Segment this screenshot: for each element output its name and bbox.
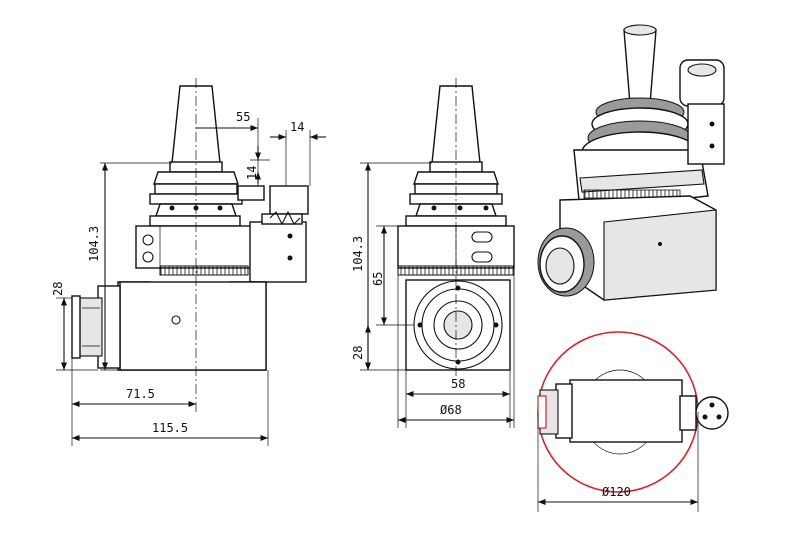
dim-104-3-front: 104.3 — [351, 236, 365, 272]
dim-14-horizontal: 14 — [290, 120, 304, 134]
front-view: 104.3 65 28 58 Ø68 — [351, 78, 515, 428]
top-view: Ø120 — [537, 331, 729, 512]
dim-14-vertical: 14 — [245, 166, 259, 180]
dim-diameter-68: Ø68 — [440, 403, 462, 417]
dim-28-side: 28 — [51, 282, 65, 296]
dim-65-front: 65 — [371, 272, 385, 286]
dim-58: 58 — [451, 377, 465, 391]
dim-diameter-120: Ø120 — [602, 485, 631, 499]
side-view: 55 14 14 104.3 28 71.5 115.5 — [51, 78, 326, 446]
isometric-render — [537, 24, 725, 301]
dim-115-5: 115.5 — [152, 421, 188, 435]
dim-71-5: 71.5 — [126, 387, 155, 401]
dim-104-3-side: 104.3 — [87, 226, 101, 262]
dim-28-front: 28 — [351, 346, 365, 360]
dim-55: 55 — [236, 110, 250, 124]
